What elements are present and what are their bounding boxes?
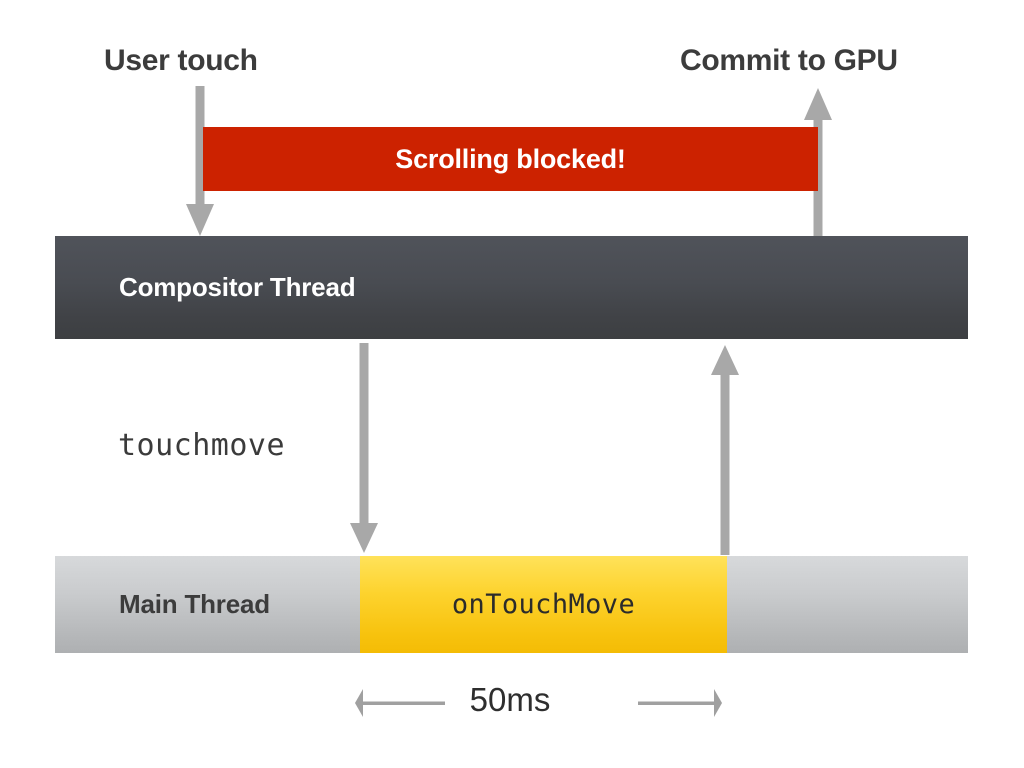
compositor-thread-label: Compositor Thread — [119, 272, 356, 302]
duration-measure-line — [355, 689, 722, 717]
arrow-up-icon-commit-to-gpu — [804, 88, 832, 238]
scrolling-blocked-bar: Scrolling blocked! — [203, 127, 818, 191]
ontouchmove-task-block: onTouchMove — [360, 556, 727, 653]
label-user-touch: User touch — [104, 44, 258, 77]
arrow-down-icon-touchmove — [350, 343, 378, 553]
arrow-left-icon — [355, 689, 363, 717]
main-thread-label: Main Thread — [119, 589, 270, 619]
scrolling-blocked-label: Scrolling blocked! — [395, 143, 626, 174]
arrow-up-icon-return-to-compositor — [711, 345, 739, 555]
arrow-down-icon-user-touch — [186, 86, 214, 236]
ontouchmove-label: onTouchMove — [451, 589, 636, 620]
compositor-thread-lane: Compositor Thread — [55, 236, 968, 339]
arrow-right-icon — [714, 689, 722, 717]
label-commit-to-gpu: Commit to GPU — [680, 44, 898, 77]
touchmove-event-label: touchmove — [118, 428, 286, 463]
